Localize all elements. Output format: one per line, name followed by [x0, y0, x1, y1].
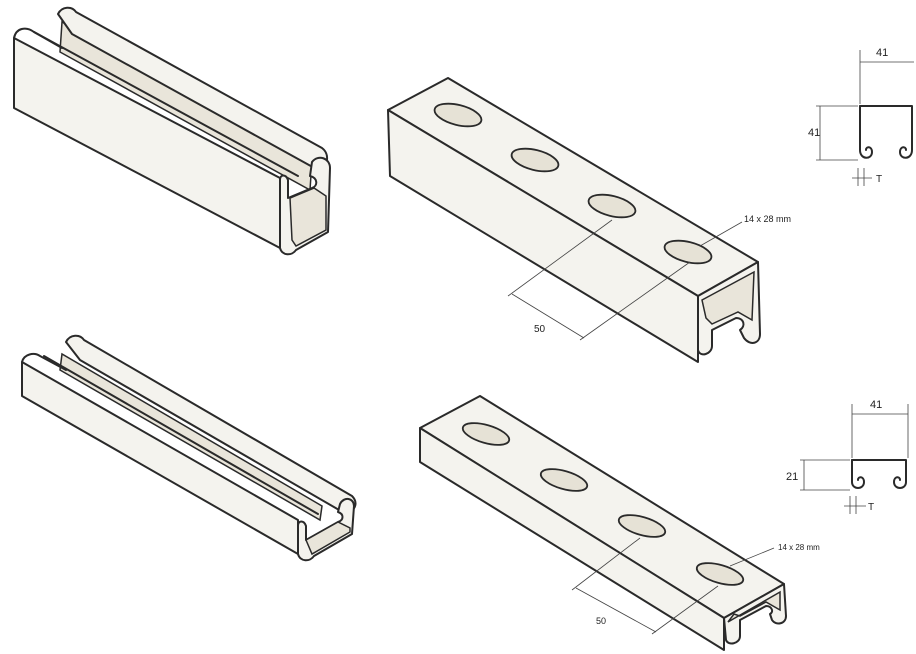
slot-row: [433, 102, 713, 265]
top-profile-thickness-label: T: [876, 174, 882, 185]
bottom-slot-pitch-label: 50: [596, 616, 606, 626]
bottom-slot-size-label: 14 x 28 mm: [778, 543, 820, 552]
bottom-profile-height-label: 21: [786, 471, 798, 483]
bottom-profile-thickness-label: T: [868, 502, 874, 513]
top-profile-height-label: 41: [808, 127, 820, 139]
slotted-channel-shallow: [419, 395, 787, 651]
plain-channel-deep: [13, 6, 331, 256]
bottom-profile-width-label: 41: [870, 399, 882, 411]
profile-41x21: [800, 404, 909, 514]
top-profile-width-label: 41: [876, 47, 888, 59]
top-slot-size-label: 14 x 28 mm: [744, 214, 791, 224]
plain-channel-shallow: [21, 334, 357, 562]
top-slot-pitch-label: 50: [534, 324, 546, 335]
slotted-channel-deep: [387, 77, 761, 363]
slot-row: [461, 422, 745, 586]
profile-41x41: [816, 50, 914, 186]
